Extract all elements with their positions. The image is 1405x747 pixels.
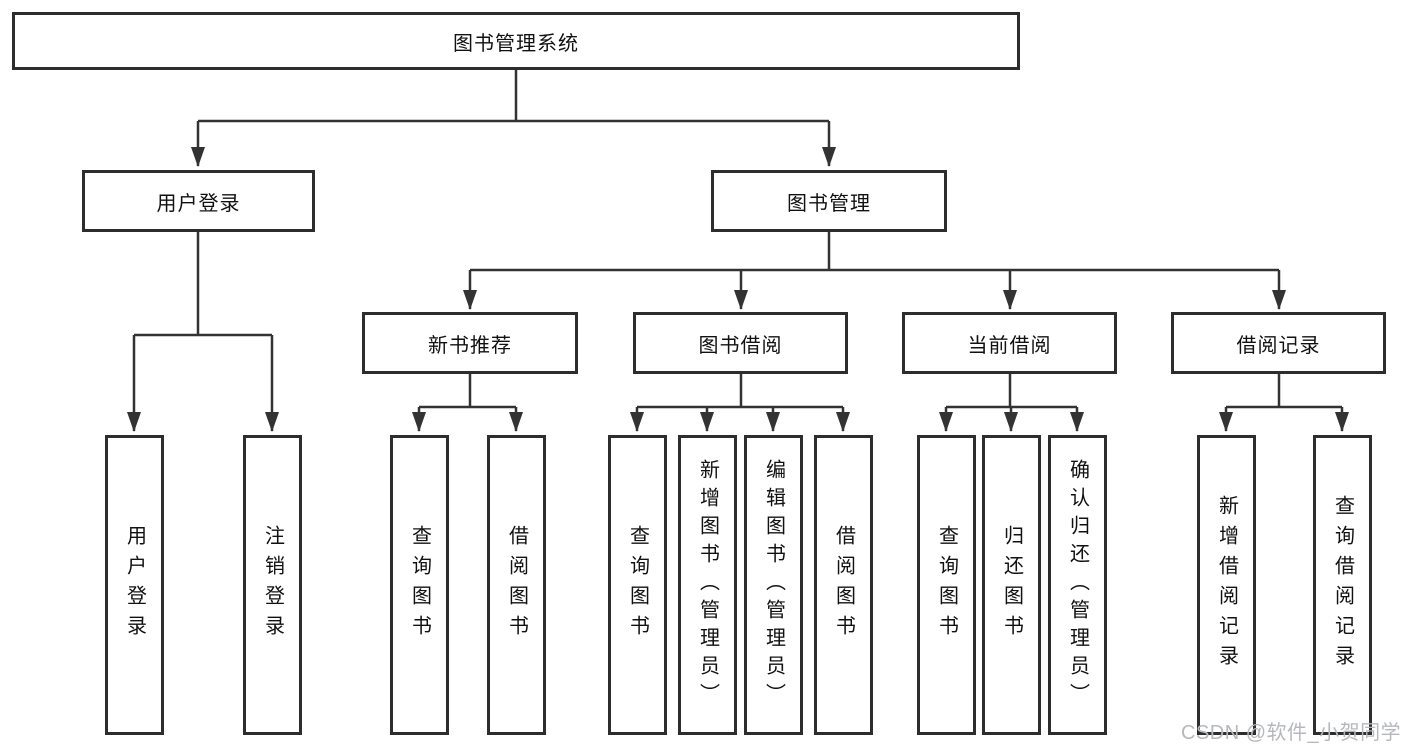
- connector-book-borrow-children: [630, 374, 850, 432]
- node-label: 新增图书（管理员）: [696, 459, 719, 711]
- node-label: 查询借阅记录: [1331, 495, 1354, 675]
- node-label: 用户登录: [123, 525, 146, 645]
- node-label: 借阅记录: [1236, 334, 1321, 357]
- node-label: 查询图书: [408, 525, 431, 645]
- connector-new-book-children: [412, 374, 523, 432]
- node-leaf-borrow-book-1: 借阅图书: [487, 435, 546, 735]
- node-label: 当前借阅: [967, 334, 1052, 357]
- connector-root-to-level2: [191, 69, 836, 167]
- node-label: 图书管理系统: [453, 32, 579, 55]
- node-leaf-logout: 注销登录: [243, 435, 302, 735]
- node-label: 图书管理: [787, 192, 871, 215]
- node-label: 图书借阅: [698, 334, 783, 357]
- node-current-borrow: 当前借阅: [902, 312, 1117, 374]
- node-user-login: 用户登录: [82, 170, 315, 232]
- node-leaf-confirm-return-admin: 确认归还（管理员）: [1048, 435, 1107, 735]
- node-leaf-query-book-3: 查询图书: [917, 435, 976, 735]
- node-borrow-record: 借阅记录: [1171, 312, 1386, 374]
- node-leaf-query-book-1: 查询图书: [390, 435, 449, 735]
- connector-user-login-children: [127, 232, 279, 432]
- connector-borrow-record-children: [1219, 374, 1349, 432]
- csdn-watermark: CSDN @软件_小贺同学: [1181, 722, 1402, 744]
- node-root-system: 图书管理系统: [12, 12, 1020, 70]
- node-label: 编辑图书（管理员）: [762, 459, 785, 711]
- node-label: 查询图书: [626, 525, 649, 645]
- node-label: 新增借阅记录: [1215, 495, 1238, 675]
- node-leaf-edit-book-admin: 编辑图书（管理员）: [744, 435, 803, 735]
- node-label: 新书推荐: [428, 334, 512, 357]
- node-leaf-query-book-2: 查询图书: [608, 435, 667, 735]
- connector-current-borrow-children: [939, 374, 1084, 432]
- node-label: 用户登录: [156, 192, 241, 215]
- node-leaf-user-login: 用户登录: [105, 435, 164, 735]
- node-leaf-add-book-admin: 新增图书（管理员）: [678, 435, 737, 735]
- node-leaf-borrow-book-2: 借阅图书: [814, 435, 873, 735]
- node-leaf-query-borrow-record: 查询借阅记录: [1313, 435, 1372, 735]
- node-label: 借阅图书: [505, 525, 528, 645]
- node-label: 注销登录: [261, 525, 284, 645]
- node-new-book-recommend: 新书推荐: [362, 312, 578, 374]
- node-label: 查询图书: [935, 525, 958, 645]
- node-leaf-return-book: 归还图书: [982, 435, 1041, 735]
- node-leaf-add-borrow-record: 新增借阅记录: [1197, 435, 1256, 735]
- node-book-management: 图书管理: [711, 170, 947, 232]
- connector-book-management-to-level3: [463, 232, 1286, 310]
- node-label: 借阅图书: [832, 525, 855, 645]
- node-label: 归还图书: [1000, 525, 1023, 645]
- node-label: 确认归还（管理员）: [1066, 459, 1089, 711]
- node-book-borrow: 图书借阅: [633, 312, 848, 374]
